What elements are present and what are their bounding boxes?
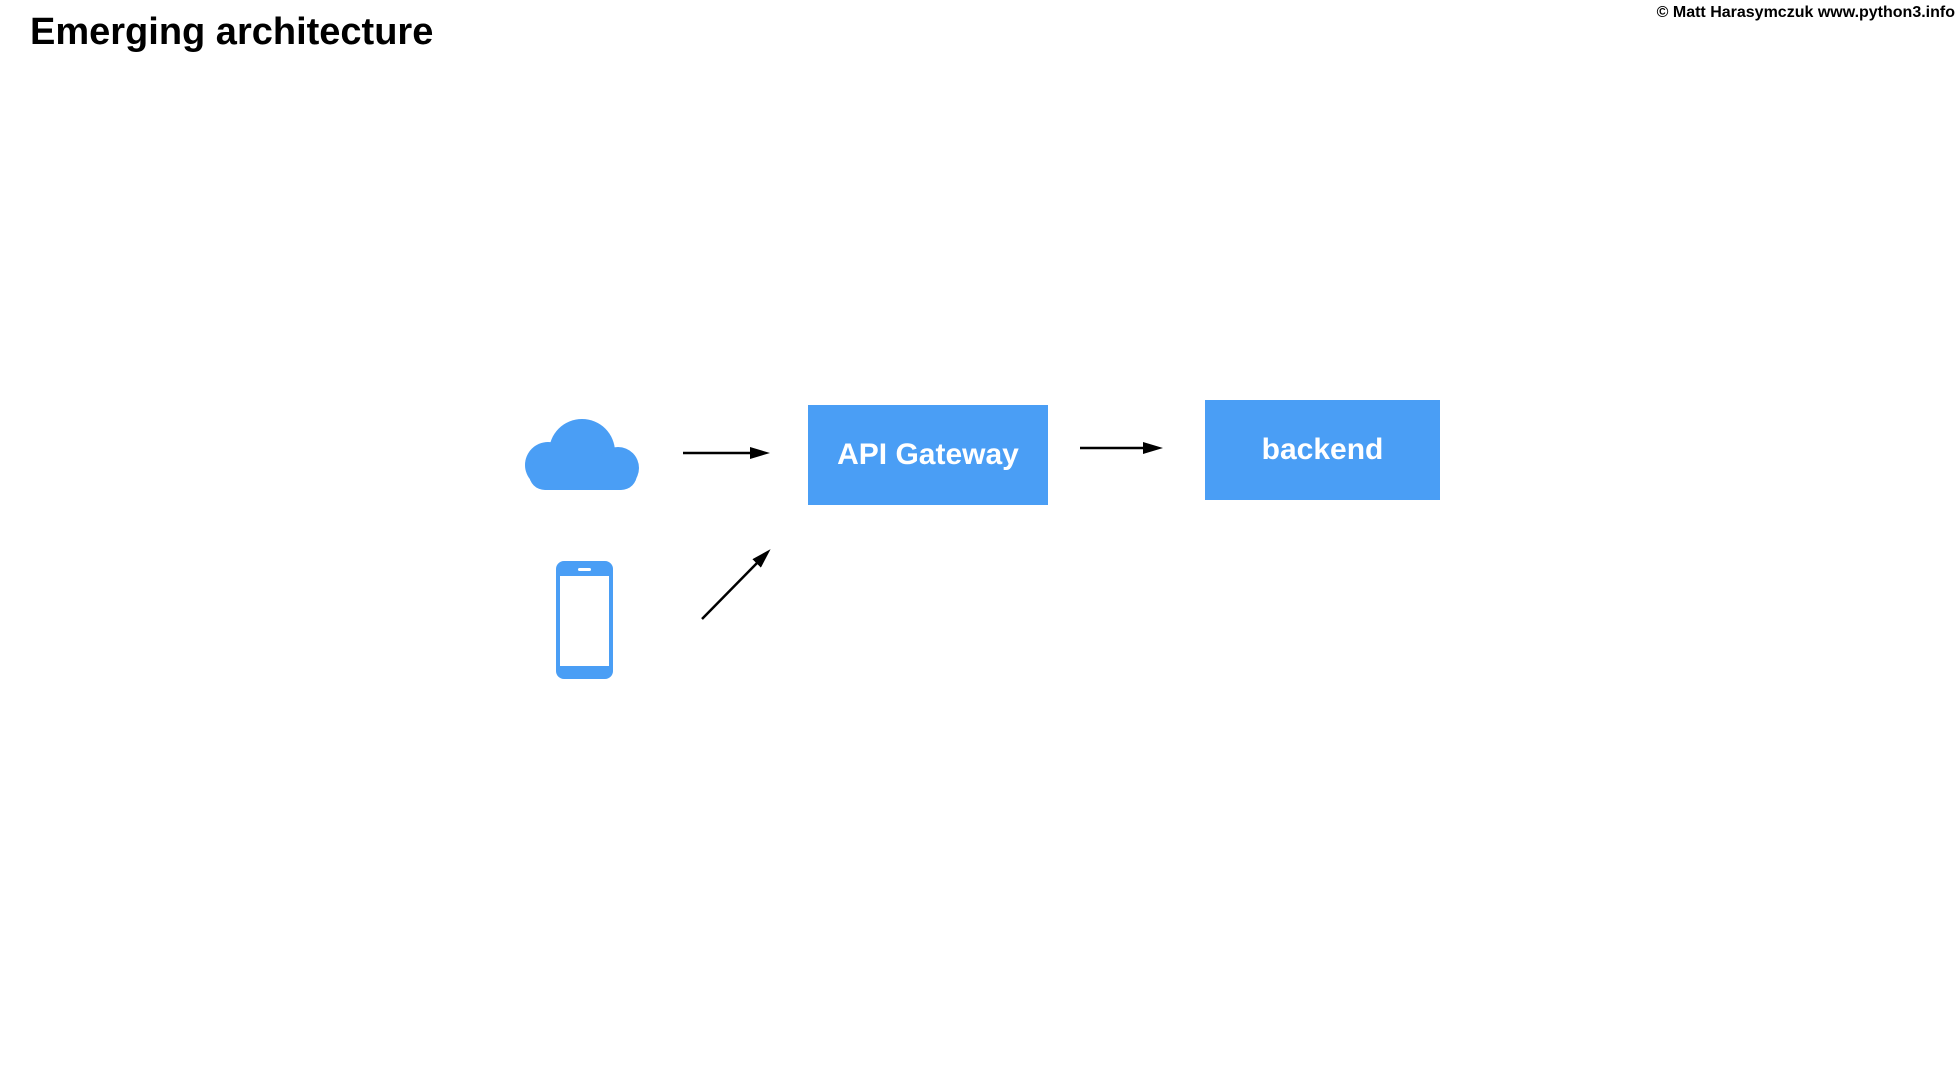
arrow-mobile-to-api-gateway [701,549,771,620]
mobile-phone-icon [556,561,613,679]
backend-node: backend [1205,400,1440,500]
page-title: Emerging architecture [30,11,434,53]
cloud-node [525,419,641,490]
mobile-node [556,561,613,679]
copyright-text: © Matt Harasymczuk www.python3.info [1656,4,1955,21]
phone-speaker [578,568,591,571]
api-gateway-node: API Gateway [808,405,1048,505]
backend-label: backend [1261,433,1384,466]
cloud-icon [525,419,639,490]
api-gateway-label: API Gateway [837,438,1019,471]
phone-screen [560,576,609,666]
